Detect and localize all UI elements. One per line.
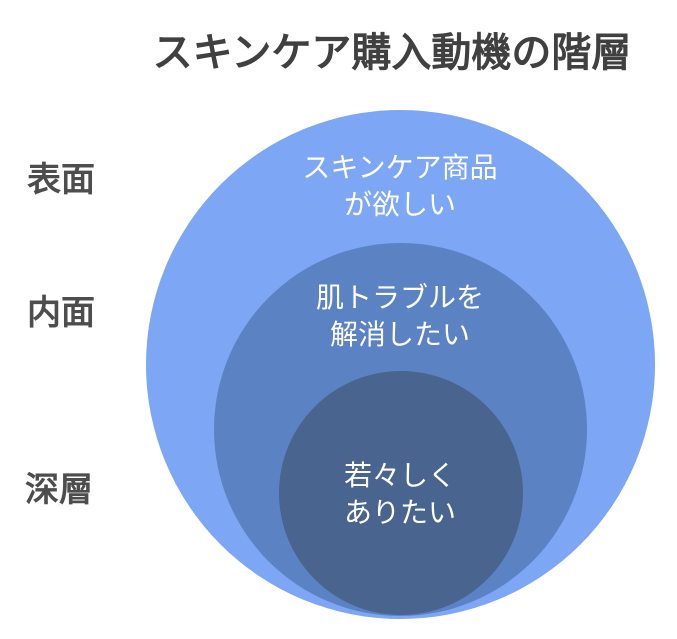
inner-circle-label-line1: 若々しく: [343, 460, 456, 491]
outer-circle-label-line1: スキンケア商品: [302, 152, 498, 183]
middle-circle-label: 肌トラブルを 解消したい: [240, 279, 560, 353]
depth-label-deep: 深層: [25, 471, 93, 509]
depth-label-inner: 内面: [27, 294, 95, 332]
diagram-title: スキンケア購入動機の階層: [152, 31, 632, 75]
outer-circle-label: スキンケア商品 が欲しい: [240, 149, 560, 223]
outer-circle-label-line2: が欲しい: [343, 189, 456, 220]
inner-circle-label: 若々しく ありたい: [240, 457, 560, 531]
inner-circle-deep-motive: [279, 371, 523, 615]
middle-circle-label-line2: 解消したい: [329, 319, 470, 350]
middle-circle-label-line1: 肌トラブルを: [315, 282, 484, 313]
depth-label-surface: 表面: [27, 161, 95, 199]
inner-circle-label-line2: ありたい: [343, 497, 456, 528]
